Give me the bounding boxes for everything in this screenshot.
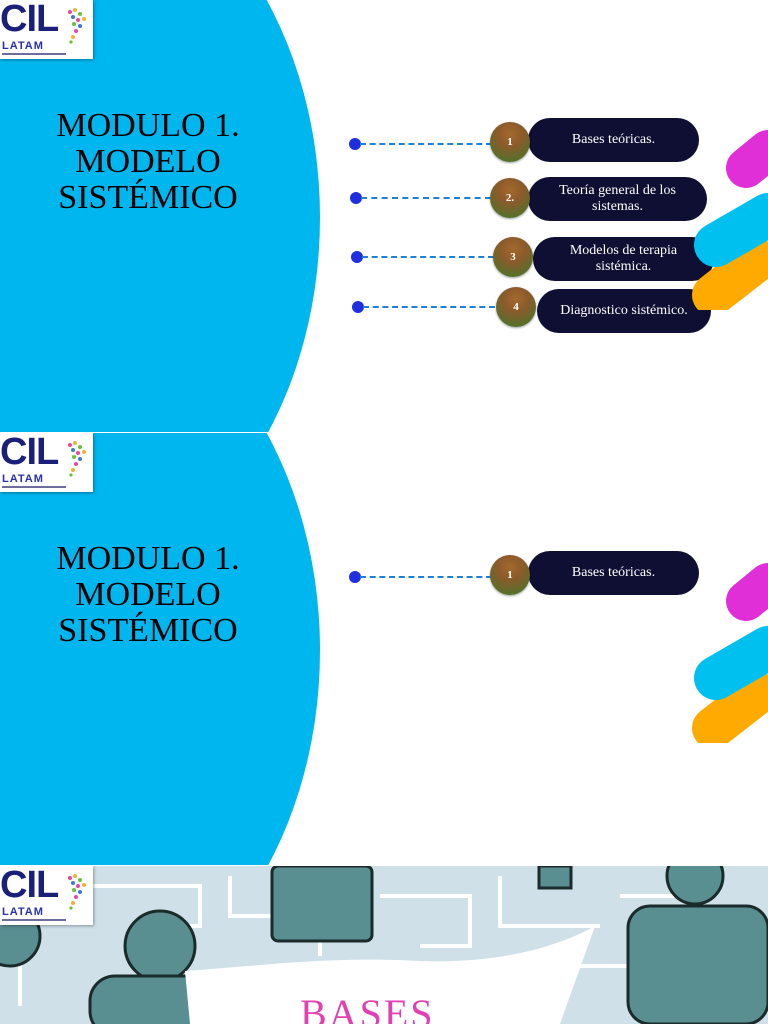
topic-number-4: 4	[496, 287, 536, 327]
latam-map-icon	[68, 874, 86, 910]
connector-line	[360, 143, 492, 145]
slide-2: CIL LATAM MODULO 1. MODELO SISTÉMICO Bas…	[0, 433, 768, 865]
topic-number-2: 2.	[490, 178, 530, 218]
slide-1: CIL LATAM MODULO 1. MODELO SISTÉMICO Bas…	[0, 0, 768, 432]
blue-shape	[0, 0, 320, 432]
decorative-stripes	[692, 563, 768, 743]
module-title: MODULO 1. MODELO SISTÉMICO	[28, 541, 268, 649]
topic-item-4[interactable]: Diagnostico sistémico.	[537, 289, 711, 333]
title-line-2: MODELO	[75, 576, 221, 613]
logo-sub-text: LATAM	[2, 40, 44, 52]
bullet-dot	[349, 571, 361, 583]
title-line-3: SISTÉMICO	[58, 179, 238, 216]
connector-line	[362, 256, 494, 258]
topic-item-2[interactable]: Teoría general de los sistemas.	[528, 177, 707, 221]
latam-map-icon	[68, 8, 86, 44]
topic-item-1[interactable]: Bases teóricas.	[528, 118, 699, 162]
bullet-dot	[350, 192, 362, 204]
title-line-3: SISTÉMICO	[58, 612, 238, 649]
section-heading: BASES	[300, 991, 435, 1024]
logo-tagline	[2, 53, 66, 55]
cil-latam-logo: CIL LATAM	[0, 0, 93, 59]
connector-line	[363, 306, 495, 308]
connector-line	[360, 576, 492, 578]
bullet-dot	[351, 251, 363, 263]
topic-number-3: 3	[493, 237, 533, 277]
logo-tagline	[2, 486, 66, 488]
blue-shape	[0, 433, 320, 865]
latam-map-icon	[68, 441, 86, 477]
connector-line	[361, 197, 491, 199]
logo-sub-text: LATAM	[2, 473, 44, 485]
logo-main-text: CIL	[0, 866, 59, 906]
bullet-dot	[352, 301, 364, 313]
title-line-2: MODELO	[75, 143, 221, 180]
logo-main-text: CIL	[0, 433, 59, 473]
cil-latam-logo: CIL LATAM	[0, 866, 93, 925]
module-title: MODULO 1. MODELO SISTÉMICO	[28, 108, 268, 216]
title-line-1: MODULO 1.	[56, 540, 240, 577]
title-line-1: MODULO 1.	[56, 107, 240, 144]
logo-tagline	[2, 919, 66, 921]
bullet-dot	[349, 138, 361, 150]
logo-sub-text: LATAM	[2, 906, 44, 918]
topic-item-3[interactable]: Modelos de terapia sistémica.	[533, 237, 714, 281]
network-maze-illustration	[0, 866, 768, 1024]
slide-3: CIL LATAM BASES	[0, 866, 768, 1024]
topic-item-1[interactable]: Bases teóricas.	[528, 551, 699, 595]
cil-latam-logo: CIL LATAM	[0, 433, 93, 492]
topic-number-1: 1	[490, 122, 530, 162]
decorative-stripes	[692, 130, 768, 310]
logo-main-text: CIL	[0, 0, 59, 40]
topic-number-1: 1	[490, 555, 530, 595]
